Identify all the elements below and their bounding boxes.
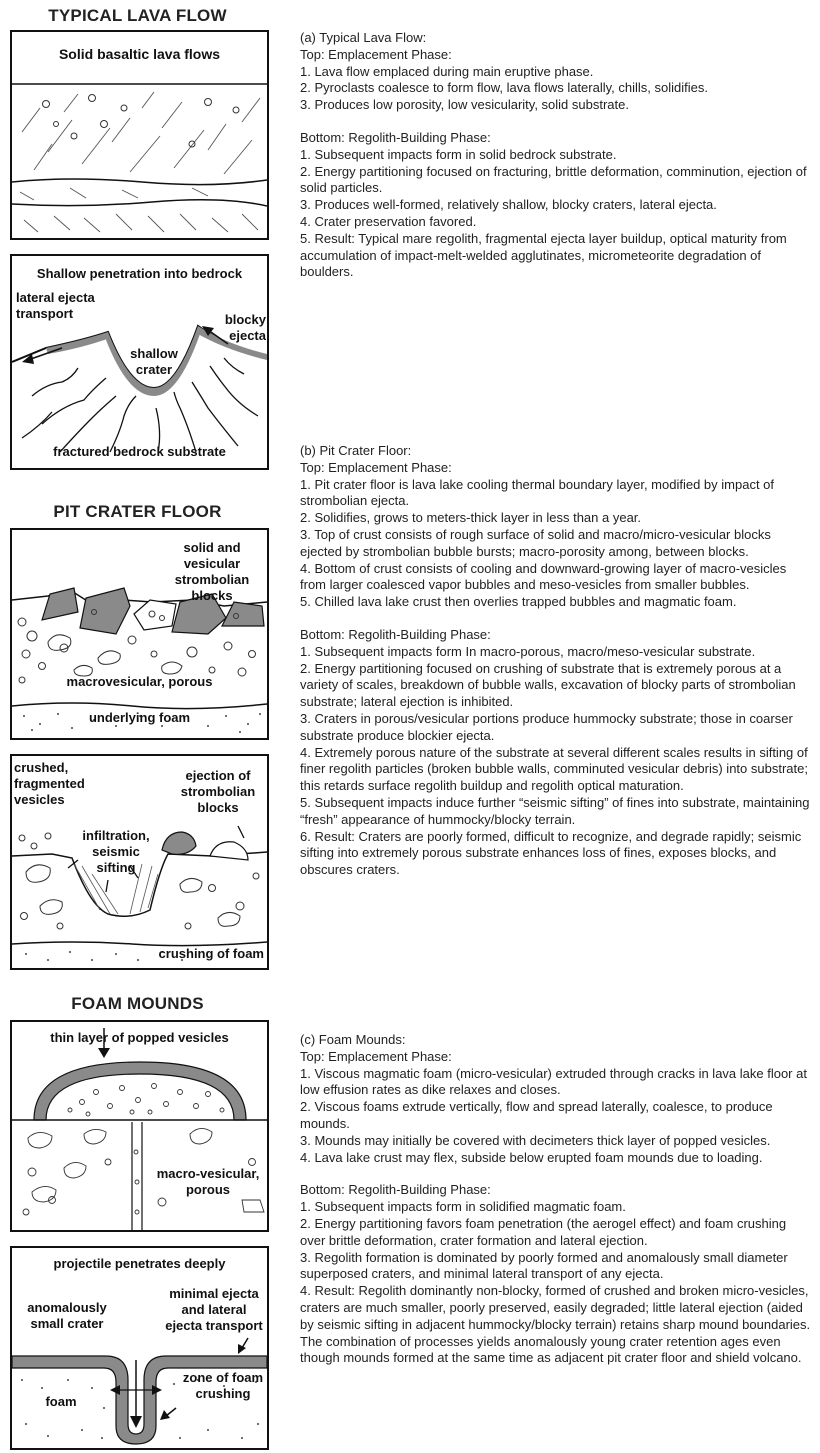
text-item: 5. Chilled lava lake crust then overlies… xyxy=(300,594,812,611)
text-item: 3. Top of crust consists of rough surfac… xyxy=(300,527,812,561)
foam-mound-drawing xyxy=(12,1022,267,1230)
panel-lava-flow-top: Solid basaltic lava flows xyxy=(10,30,269,240)
label-crushed-fragmented-vesicles: crushed, fragmented vesicles xyxy=(14,760,110,808)
title-typical-lava-flow: TYPICAL LAVA FLOW xyxy=(10,6,265,26)
text-item: 1. Subsequent impacts form in solidified… xyxy=(300,1199,812,1216)
text-item: 2. Energy partitioning focused on fractu… xyxy=(300,164,812,198)
text-top-heading-b: Top: Emplacement Phase: xyxy=(300,460,812,477)
title-foam-mounds: FOAM MOUNDS xyxy=(10,994,265,1014)
label-shallow-crater: shallow crater xyxy=(122,346,186,378)
label-shallow-penetration: Shallow penetration into bedrock xyxy=(12,266,267,282)
text-heading-b: (b) Pit Crater Floor: xyxy=(300,443,812,460)
label-projectile-penetrates-deeply: projectile penetrates deeply xyxy=(12,1256,267,1272)
panel-lava-flow-bottom: Shallow penetration into bedrock lateral… xyxy=(10,254,269,470)
text-heading-a: (a) Typical Lava Flow: xyxy=(300,30,812,47)
text-bottom-heading-c: Bottom: Regolith-Building Phase: xyxy=(300,1182,812,1199)
panel-pit-crater-bottom: crushed, fragmented vesicles ejection of… xyxy=(10,754,269,970)
text-item: 3. Produces low porosity, low vesiculari… xyxy=(300,97,812,114)
label-foam: foam xyxy=(36,1394,86,1410)
label-anomalously-small-crater: anomalously small crater xyxy=(18,1300,116,1332)
text-item: 2. Pyroclasts coalesce to form flow, lav… xyxy=(300,80,812,97)
label-fractured-bedrock: fractured bedrock substrate xyxy=(12,444,267,460)
text-item: 3. Regolith formation is dominated by po… xyxy=(300,1250,812,1284)
description-typical-lava-flow: (a) Typical Lava Flow: Top: Emplacement … xyxy=(300,30,812,281)
label-strombolian-blocks: solid and vesicular strombolian blocks xyxy=(162,540,262,604)
text-item: 3. Produces well-formed, relatively shal… xyxy=(300,197,812,214)
title-pit-crater-floor: PIT CRATER FLOOR xyxy=(10,502,265,522)
text-item: 3. Craters in porous/vesicular portions … xyxy=(300,711,812,745)
label-minimal-ejecta: minimal ejecta and lateral ejecta transp… xyxy=(162,1286,266,1334)
label-crushing-of-foam: crushing of foam xyxy=(130,946,264,962)
text-item: 1. Subsequent impacts form in solid bedr… xyxy=(300,147,812,164)
panel-foam-mounds-top: thin layer of popped vesicles macro-vesi… xyxy=(10,1020,269,1232)
label-zone-of-foam-crushing: zone of foam crushing xyxy=(180,1370,266,1402)
lava-flow-drawing xyxy=(12,32,267,238)
text-item: 1. Viscous magmatic foam (micro-vesicula… xyxy=(300,1066,812,1100)
text-item: 4. Bottom of crust consists of cooling a… xyxy=(300,561,812,595)
text-item: 4. Lava lake crust may flex, subside bel… xyxy=(300,1150,812,1167)
label-blocky-ejecta: blocky ejecta xyxy=(218,312,266,344)
label-thin-layer-popped-vesicles: thin layer of popped vesicles xyxy=(12,1030,267,1046)
text-item: 2. Solidifies, grows to meters-thick lay… xyxy=(300,510,812,527)
text-item: 1. Subsequent impacts form In macro-poro… xyxy=(300,644,812,661)
text-item: 1. Pit crater floor is lava lake cooling… xyxy=(300,477,812,511)
label-underlying-foam: underlying foam xyxy=(12,710,267,726)
text-top-heading-a: Top: Emplacement Phase: xyxy=(300,47,812,64)
label-macro-vesicular-porous: macro-vesicular, porous xyxy=(152,1166,264,1198)
foam-penetration-drawing xyxy=(12,1248,267,1448)
text-item: 2. Energy partitioning favors foam penet… xyxy=(300,1216,812,1250)
description-foam-mounds: (c) Foam Mounds: Top: Emplacement Phase:… xyxy=(300,1032,812,1367)
panel-foam-mounds-bottom: projectile penetrates deeply minimal eje… xyxy=(10,1246,269,1450)
text-item: 5. Subsequent impacts induce further “se… xyxy=(300,795,812,829)
label-macrovesicular-porous: macrovesicular, porous xyxy=(12,674,267,690)
text-bottom-heading-b: Bottom: Regolith-Building Phase: xyxy=(300,627,812,644)
text-item: 6. Result: Craters are poorly formed, di… xyxy=(300,829,812,879)
label-ejection-strombolian-blocks: ejection of strombolian blocks xyxy=(170,768,266,816)
description-pit-crater-floor: (b) Pit Crater Floor: Top: Emplacement P… xyxy=(300,443,812,879)
text-heading-c: (c) Foam Mounds: xyxy=(300,1032,812,1049)
label-lateral-ejecta-transport: lateral ejecta transport xyxy=(16,290,116,322)
text-item: 2. Viscous foams extrude vertically, flo… xyxy=(300,1099,812,1133)
text-item: 2. Energy partitioning focused on crushi… xyxy=(300,661,812,711)
text-item: 4. Crater preservation favored. xyxy=(300,214,812,231)
text-item: 3. Mounds may initially be covered with … xyxy=(300,1133,812,1150)
text-item: 4. Result: Regolith dominantly non-block… xyxy=(300,1283,812,1367)
text-top-heading-c: Top: Emplacement Phase: xyxy=(300,1049,812,1066)
panel-pit-crater-top: solid and vesicular strombolian blocks m… xyxy=(10,528,269,740)
label-solid-basaltic-lava-flows: Solid basaltic lava flows xyxy=(12,46,267,62)
text-item: 4. Extremely porous nature of the substr… xyxy=(300,745,812,795)
text-item: 5. Result: Typical mare regolith, fragme… xyxy=(300,231,812,281)
text-item: 1. Lava flow emplaced during main erupti… xyxy=(300,64,812,81)
label-infiltration-seismic-sifting: infiltration, seismic sifting xyxy=(74,828,158,876)
text-bottom-heading-a: Bottom: Regolith-Building Phase: xyxy=(300,130,812,147)
